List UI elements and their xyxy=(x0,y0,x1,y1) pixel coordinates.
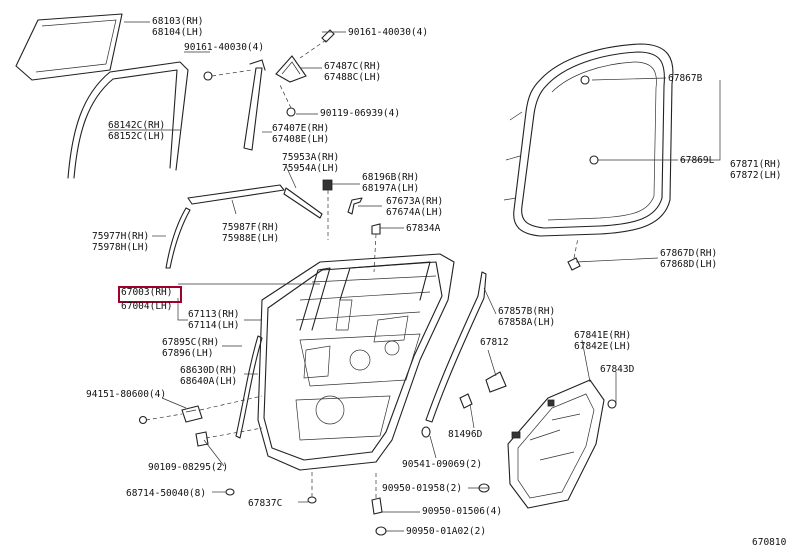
clip-68196b xyxy=(322,179,333,240)
door-glass xyxy=(15,13,123,81)
belt-moulding-outer xyxy=(187,184,285,205)
label-67407e: 67407E(RH) xyxy=(272,123,330,134)
clip-68714 xyxy=(225,488,235,496)
label-67871: 67871(RH) xyxy=(730,159,782,170)
label-90950-a: 90950-01958(2) xyxy=(382,483,463,494)
clip-81496d xyxy=(459,393,473,409)
label-67843d: 67843D xyxy=(600,364,635,375)
diagram-code: 670810 xyxy=(752,537,787,548)
service-hole-cover xyxy=(507,379,605,509)
clip-67869l xyxy=(589,155,599,165)
label-67872: 67872(LH) xyxy=(730,170,782,181)
label-68104: 68104(LH) xyxy=(152,27,204,38)
clip-90950-b xyxy=(371,470,383,515)
label-67834a: 67834A xyxy=(406,223,441,234)
label-67896: 67896(LH) xyxy=(162,348,214,359)
label-67674a: 67674A(LH) xyxy=(386,207,444,218)
label-90119: 90119-06939(4) xyxy=(320,108,401,119)
label-75987f: 75987F(RH) xyxy=(222,222,280,233)
label-75954a: 75954A(LH) xyxy=(282,163,340,174)
corner-piece xyxy=(275,55,307,83)
label-90950-c: 90950-01A02(2) xyxy=(406,526,487,537)
label-67673a: 67673A(RH) xyxy=(386,196,444,207)
label-90161-a: 90161-40030(4) xyxy=(184,42,265,53)
label-67895c: 67895C(RH) xyxy=(162,337,220,348)
glass-run-channel xyxy=(67,61,189,179)
label-67812: 67812 xyxy=(480,337,509,348)
label-81496d: 81496D xyxy=(448,429,483,440)
label-90161-b: 90161-40030(4) xyxy=(348,27,429,38)
division-bar xyxy=(243,59,266,151)
label-67858a: 67858A(LH) xyxy=(498,317,556,328)
rear-glass-run xyxy=(425,271,487,423)
clip-67867d xyxy=(567,237,581,271)
window-regulator xyxy=(299,261,431,331)
label-90109: 90109-08295(2) xyxy=(148,462,229,473)
clip-67843d xyxy=(607,399,617,409)
label-67869l: 67869L xyxy=(680,155,715,166)
label-67867d: 67867D(RH) xyxy=(660,248,718,259)
door-weatherstrip-67895c xyxy=(235,335,263,439)
label-67003: 67003(RH) xyxy=(121,287,173,298)
label-68640a: 68640A(LH) xyxy=(180,376,238,387)
screw-90161-b xyxy=(299,29,335,59)
clip-90950-c xyxy=(375,526,387,536)
door-panel xyxy=(257,253,455,471)
door-opening-weatherstrip xyxy=(503,43,674,237)
label-67488c: 67488C(LH) xyxy=(324,72,382,83)
label-67114: 67114(LH) xyxy=(188,320,240,331)
label-90950-b: 90950-01506(4) xyxy=(422,506,503,517)
screw-90161-a xyxy=(203,69,253,81)
label-68152c: 68152C(LH) xyxy=(108,131,166,142)
screw-90119 xyxy=(279,84,296,117)
label-90541: 90541-09069(2) xyxy=(402,459,483,470)
clip-90541 xyxy=(421,426,431,438)
pillar-garnish xyxy=(165,207,191,269)
label-68196b: 68196B(RH) xyxy=(362,172,420,183)
belt-strip xyxy=(283,187,323,219)
hinge-upper xyxy=(181,395,263,423)
bolt-94151 xyxy=(138,413,183,425)
label-67408e: 67408E(LH) xyxy=(272,134,330,145)
label-67842e: 67842E(LH) xyxy=(574,341,632,352)
label-75978h: 75978H(LH) xyxy=(92,242,150,253)
strip-67673a xyxy=(347,197,363,215)
highlight-box-67003 xyxy=(118,286,182,303)
leader-lines xyxy=(108,21,721,532)
label-67004: 67004(LH) xyxy=(121,301,173,312)
clip-67834a xyxy=(371,223,381,273)
label-68630d: 68630D(RH) xyxy=(180,365,238,376)
hinge-lower xyxy=(195,427,263,447)
label-68103: 68103(RH) xyxy=(152,16,204,27)
label-68142c: 68142C(RH) xyxy=(108,120,166,131)
label-67487c: 67487C(RH) xyxy=(324,61,382,72)
label-68714: 68714-50040(8) xyxy=(126,488,207,499)
label-67868d: 67868D(LH) xyxy=(660,259,718,270)
label-75988e: 75988E(LH) xyxy=(222,233,280,244)
label-68197a: 68197A(LH) xyxy=(362,183,420,194)
label-67867b: 67867B xyxy=(668,73,703,84)
label-67857b: 67857B(RH) xyxy=(498,306,556,317)
label-94151: 94151-80600(4) xyxy=(86,389,167,400)
label-75977h: 75977H(RH) xyxy=(92,231,150,242)
clip-67867b xyxy=(580,75,590,85)
label-67837c: 67837C xyxy=(248,498,283,509)
label-75953a: 75953A(RH) xyxy=(282,152,340,163)
clip-67837c xyxy=(307,470,317,504)
label-67113: 67113(RH) xyxy=(188,309,240,320)
label-67841e: 67841E(RH) xyxy=(574,330,632,341)
